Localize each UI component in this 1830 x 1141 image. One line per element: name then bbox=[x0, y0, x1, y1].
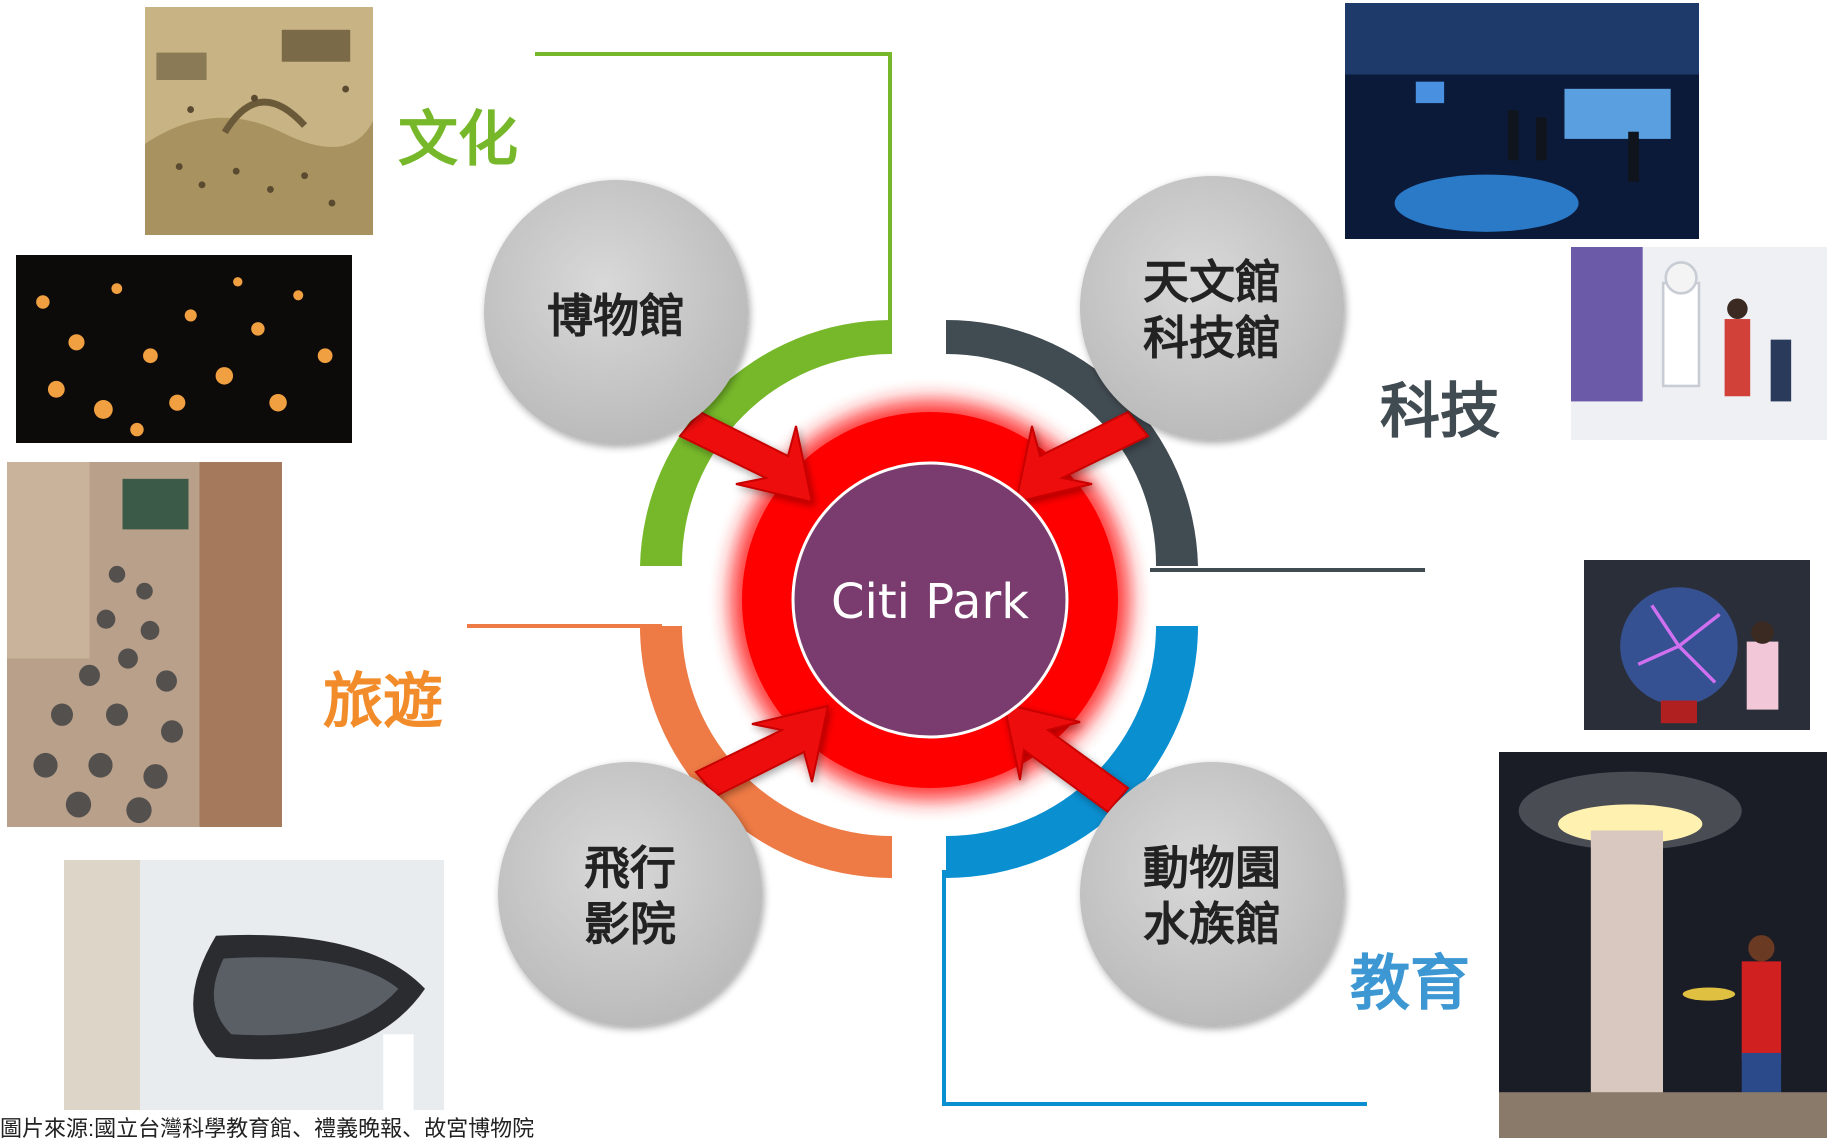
arrows bbox=[678, 410, 1150, 814]
tourism-arc bbox=[640, 626, 892, 878]
education-arc bbox=[946, 626, 1198, 878]
node-zoo bbox=[1080, 762, 1344, 1026]
culture-arc bbox=[640, 320, 892, 566]
photo-ancient-painting bbox=[145, 7, 373, 235]
arrow-from-cinema bbox=[694, 704, 830, 798]
culture-connector bbox=[535, 52, 892, 350]
image-source-caption: 圖片來源:國立台灣科學教育館、禮義晚報、故宮博物院 bbox=[0, 1116, 535, 1141]
center-label: Citi Park bbox=[831, 574, 1029, 630]
node-museum bbox=[484, 180, 748, 444]
photo-plasma-ball bbox=[1584, 560, 1810, 730]
arrow-from-museum bbox=[678, 410, 814, 504]
node-museum-line-1: 博物館 bbox=[547, 289, 685, 343]
node-science-line-1: 天文館 bbox=[1143, 255, 1281, 309]
node-science bbox=[1080, 176, 1344, 440]
center-circle bbox=[791, 461, 1069, 739]
category-label-tech: 科技 bbox=[1380, 377, 1500, 447]
arrow-from-science bbox=[1014, 410, 1150, 504]
node-cinema-line-2: 影院 bbox=[584, 897, 676, 951]
node-science-line-2: 科技館 bbox=[1143, 311, 1281, 365]
node-cinema bbox=[498, 762, 762, 1026]
node-cinema-line-1: 飛行 bbox=[584, 841, 676, 895]
photo-spiral-gallery bbox=[64, 860, 444, 1110]
tourism-connector bbox=[467, 624, 662, 640]
node-zoo-line-2: 水族館 bbox=[1143, 897, 1281, 951]
photo-ufo-exhibit bbox=[1499, 752, 1827, 1138]
photo-robot-exhibit bbox=[1571, 247, 1827, 440]
category-label-tourism: 旅遊 bbox=[323, 667, 443, 737]
node-zoo-line-1: 動物園 bbox=[1143, 841, 1281, 895]
category-label-education: 教育 bbox=[1350, 949, 1470, 1019]
photo-sky-lanterns bbox=[16, 255, 352, 443]
category-label-culture: 文化 bbox=[398, 105, 518, 175]
arrow-from-zoo bbox=[1002, 702, 1130, 814]
tech-arc bbox=[946, 319, 1198, 566]
photo-planetarium-hall bbox=[1345, 3, 1699, 239]
photo-tourist-crowd bbox=[7, 462, 282, 827]
education-connector bbox=[942, 870, 1367, 1106]
